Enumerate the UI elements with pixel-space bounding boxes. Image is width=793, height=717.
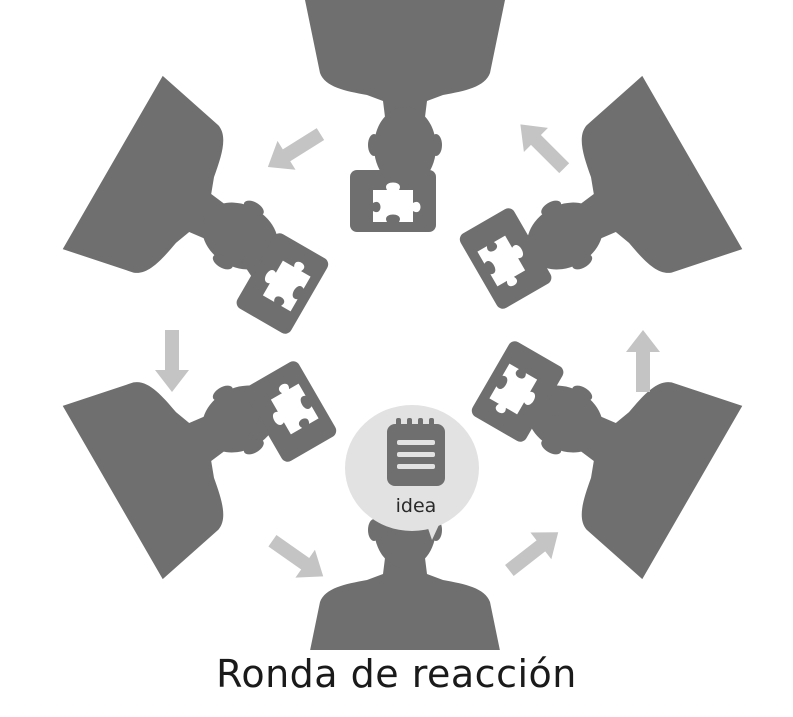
flow-arrow-top-to-upper-left	[258, 119, 330, 182]
flow-arrow-bottom-to-lower-right	[498, 518, 569, 584]
reaction-round-diagram: idea	[62, 0, 743, 650]
flow-arrow-upper-right-to-top	[508, 112, 577, 181]
flow-arrow-lower-left-to-bottom	[262, 526, 333, 591]
notepad-icon	[387, 418, 445, 486]
participant-top	[305, 0, 505, 187]
participant-upper-right	[480, 75, 743, 343]
flow-arrow-lower-right-to-upper-right	[626, 330, 660, 392]
flow-arrow-upper-left-to-lower-left	[155, 330, 189, 392]
idea-bubble: idea	[345, 405, 479, 540]
diagram-caption: Ronda de reacción	[216, 652, 577, 696]
idea-label: idea	[396, 495, 437, 517]
